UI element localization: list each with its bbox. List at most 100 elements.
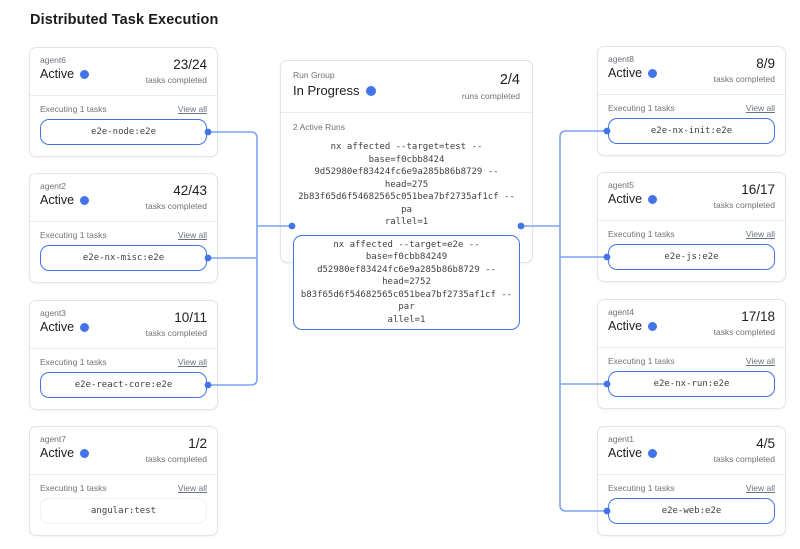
agent-card-header: agent8 Active 8/9 tasks completed <box>598 47 785 95</box>
task-pill: angular:test <box>40 498 207 524</box>
runs-count: 2/4 <box>499 72 520 88</box>
runs-count-caption: runs completed <box>461 91 520 101</box>
run-group-card: Run Group In Progress 2/4 runs completed… <box>280 60 533 330</box>
run-group-status-label: In Progress <box>293 83 360 98</box>
agent-status-label: Active <box>608 446 643 460</box>
agent-status-label: Active <box>40 193 75 207</box>
tasks-count-caption: tasks completed <box>145 75 207 85</box>
agent-status-label: Active <box>40 446 75 460</box>
tasks-count: 10/11 <box>174 310 207 325</box>
agent-card-agent2: agent2 Active 42/43 tasks completed Exec… <box>29 173 218 283</box>
agent-status: Active <box>608 192 658 206</box>
agent-status-label: Active <box>608 192 643 206</box>
executing-label: Executing 1 tasks <box>40 357 107 367</box>
agent-card-body: Executing 1 tasks View all e2e-nx-misc:e… <box>30 222 217 271</box>
agent-card-header: agent4 Active 17/18 tasks completed <box>598 300 785 348</box>
agent-status: Active <box>40 67 90 81</box>
tasks-count-caption: tasks completed <box>713 200 775 210</box>
agent-card-agent5: agent5 Active 16/17 tasks completed Exec… <box>597 172 786 282</box>
agent-card-body: Executing 1 tasks View all e2e-nx-run:e2… <box>598 348 785 397</box>
status-dot-icon <box>648 194 658 204</box>
tasks-count-caption: tasks completed <box>145 454 207 464</box>
agent-name: agent6 <box>40 55 66 65</box>
agent-name: agent2 <box>40 181 66 191</box>
agent-status-label: Active <box>608 319 643 333</box>
view-all-link[interactable]: View all <box>177 483 207 493</box>
agent-card-header: agent2 Active 42/43 tasks completed <box>30 174 217 222</box>
agent-card-agent4: agent4 Active 17/18 tasks completed Exec… <box>597 299 786 409</box>
agent-status: Active <box>608 319 658 333</box>
executing-label: Executing 1 tasks <box>608 229 675 239</box>
view-all-link[interactable]: View all <box>745 356 775 366</box>
run-group-label: Run Group <box>293 70 335 80</box>
run-command-e2e-active[interactable]: nx affected --target=e2e --base=f0cbb842… <box>293 234 520 330</box>
agent-card-header: agent3 Active 10/11 tasks completed <box>30 301 217 349</box>
tasks-count: 8/9 <box>756 56 775 71</box>
executing-label: Executing 1 tasks <box>40 230 107 240</box>
task-pill[interactable]: e2e-nx-run:e2e <box>608 371 775 397</box>
agent-name: agent8 <box>608 54 634 64</box>
tasks-count-caption: tasks completed <box>145 328 207 338</box>
task-pill[interactable]: e2e-react-core:e2e <box>40 372 207 398</box>
agent-card-agent1: agent1 Active 4/5 tasks completed Execut… <box>597 426 786 536</box>
view-all-link[interactable]: View all <box>177 104 207 114</box>
executing-label: Executing 1 tasks <box>608 356 675 366</box>
run-group-header: Run Group In Progress 2/4 runs completed <box>281 61 532 113</box>
right-connector-bus <box>521 130 607 512</box>
agent-status: Active <box>608 66 658 80</box>
agent-status-label: Active <box>40 320 75 334</box>
tasks-count: 1/2 <box>188 436 207 451</box>
tasks-count: 42/43 <box>173 183 207 198</box>
agent-name: agent1 <box>608 434 634 444</box>
agent-card-agent8: agent8 Active 8/9 tasks completed Execut… <box>597 46 786 156</box>
view-all-link[interactable]: View all <box>745 229 775 239</box>
status-dot-icon <box>648 321 658 331</box>
tasks-count: 23/24 <box>173 57 207 72</box>
agent-card-header: agent7 Active 1/2 tasks completed <box>30 427 217 475</box>
agent-status: Active <box>40 193 90 207</box>
task-pill[interactable]: e2e-web:e2e <box>608 498 775 524</box>
status-dot-icon <box>80 448 90 458</box>
status-dot-icon <box>366 85 377 96</box>
status-dot-icon <box>80 322 90 332</box>
agent-card-body: Executing 1 tasks View all e2e-react-cor… <box>30 349 217 398</box>
run-command-test: nx affected --target=test --base=f0cbb84… <box>298 142 515 227</box>
executing-label: Executing 1 tasks <box>40 483 107 493</box>
executing-label: Executing 1 tasks <box>608 483 675 493</box>
agent-card-header: agent6 Active 23/24 tasks completed <box>30 48 217 96</box>
active-runs-label: 2 Active Runs <box>293 122 345 132</box>
executing-label: Executing 1 tasks <box>608 103 675 113</box>
view-all-link[interactable]: View all <box>745 483 775 493</box>
agent-status-label: Active <box>40 67 75 81</box>
agent-name: agent7 <box>40 434 66 444</box>
status-dot-icon <box>80 69 90 79</box>
tasks-count: 17/18 <box>741 309 775 324</box>
task-pill[interactable]: e2e-nx-misc:e2e <box>40 245 207 271</box>
agent-status: Active <box>40 320 90 334</box>
tasks-count: 16/17 <box>741 182 775 197</box>
executing-label: Executing 1 tasks <box>40 104 107 114</box>
task-pill[interactable]: e2e-js:e2e <box>608 244 775 270</box>
task-pill[interactable]: e2e-nx-init:e2e <box>608 118 775 144</box>
page-title: Distributed Task Execution <box>30 12 219 28</box>
status-dot-icon <box>648 68 658 78</box>
agent-card-body: Executing 1 tasks View all e2e-js:e2e <box>598 221 785 270</box>
agent-status: Active <box>40 446 90 460</box>
status-dot-icon <box>80 195 90 205</box>
view-all-link[interactable]: View all <box>745 103 775 113</box>
agent-status-label: Active <box>608 66 643 80</box>
run-group-body: 2 Active Runs nx affected --target=test … <box>281 113 532 330</box>
agent-name: agent5 <box>608 180 634 190</box>
agent-card-agent6: agent6 Active 23/24 tasks completed Exec… <box>29 47 218 157</box>
agent-card-body: Executing 1 tasks View all e2e-nx-init:e… <box>598 95 785 144</box>
view-all-link[interactable]: View all <box>177 230 207 240</box>
agent-card-agent7: agent7 Active 1/2 tasks completed Execut… <box>29 426 218 536</box>
agent-card-header: agent1 Active 4/5 tasks completed <box>598 427 785 475</box>
view-all-link[interactable]: View all <box>177 357 207 367</box>
tasks-count-caption: tasks completed <box>713 327 775 337</box>
status-dot-icon <box>648 448 658 458</box>
task-pill[interactable]: e2e-node:e2e <box>40 119 207 145</box>
agent-card-body: Executing 1 tasks View all angular:test <box>30 475 217 524</box>
tasks-count-caption: tasks completed <box>713 74 775 84</box>
agent-card-agent3: agent3 Active 10/11 tasks completed Exec… <box>29 300 218 410</box>
